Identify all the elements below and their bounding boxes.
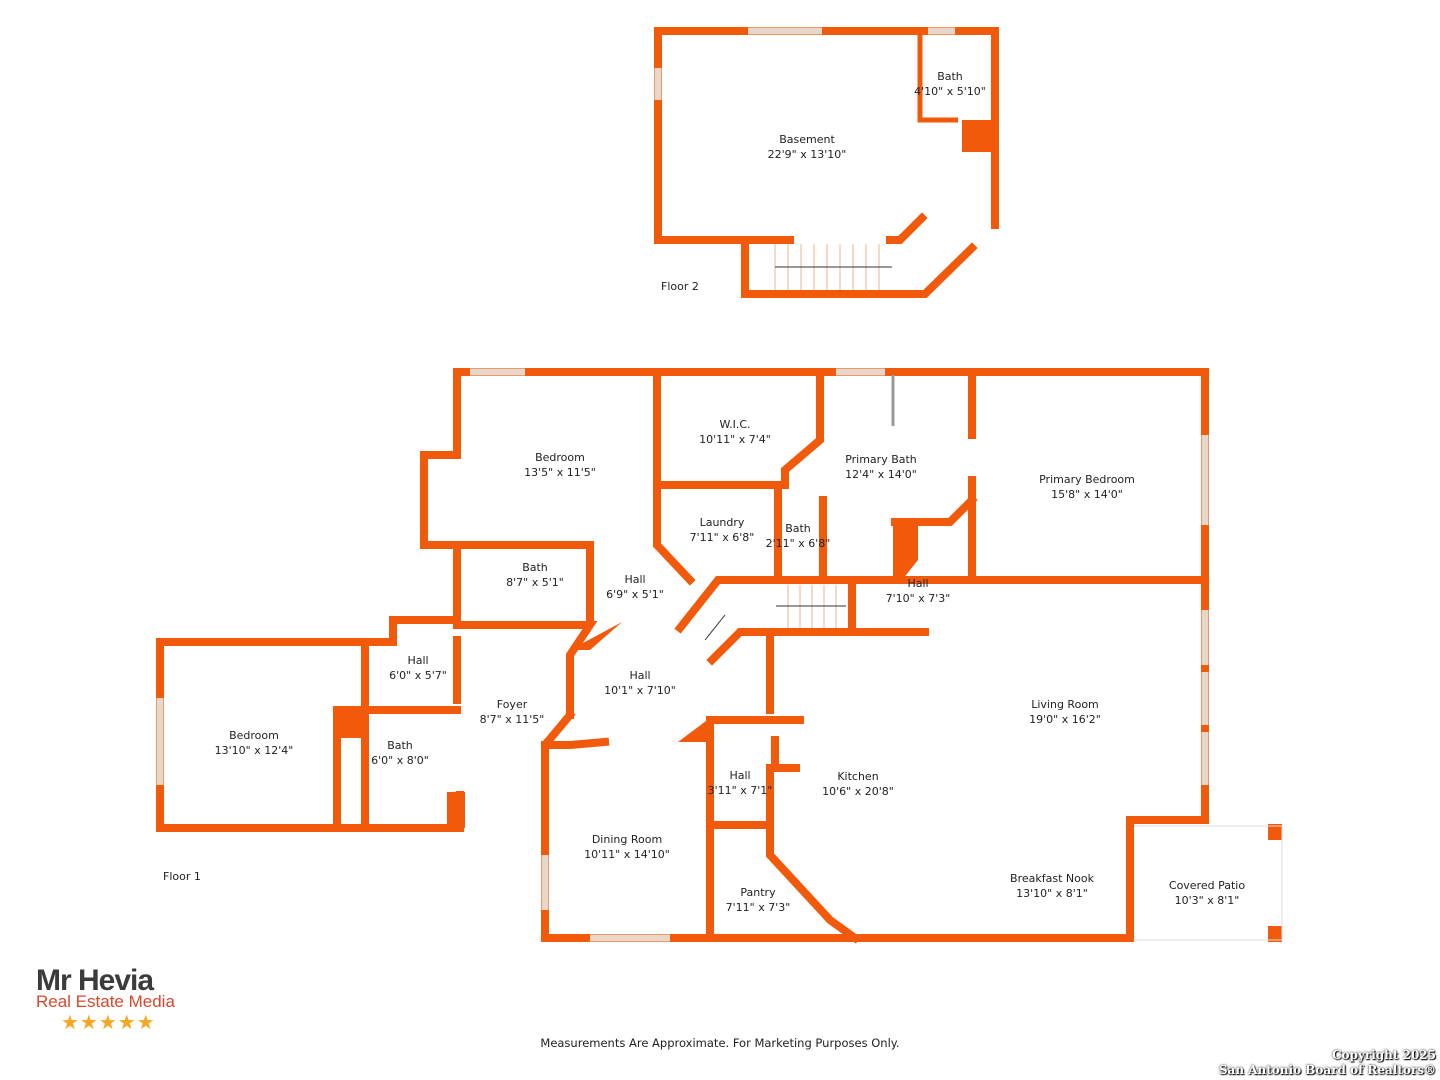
wall-segment	[541, 737, 610, 749]
room-name: Primary Bath	[845, 453, 917, 466]
room-dims: 2'11" x 6'8"	[766, 537, 831, 550]
copyright: Copyright 2025 San Antonio Board of Real…	[1219, 1048, 1436, 1078]
room-name: Bath	[387, 739, 413, 752]
room-labels: Basement 22'9" x 13'10" Bath 4'10" x 5'10"…	[163, 70, 1245, 914]
wall-segment	[704, 614, 726, 641]
wall-segment	[771, 736, 800, 772]
floor-2-label: Floor 2	[661, 280, 699, 293]
wall-segment	[891, 494, 978, 526]
wall-segment	[420, 368, 461, 624]
star-rating-icon: ★★★★★	[61, 1010, 156, 1034]
room-name: Primary Bedroom	[1039, 473, 1135, 486]
wall-segment	[654, 27, 999, 244]
wall-segment	[962, 120, 993, 152]
wall-segment	[741, 236, 978, 298]
room-name: Dining Room	[592, 833, 662, 846]
room-dims: 6'0" x 5'7"	[389, 669, 447, 682]
wall-segment	[453, 541, 594, 624]
room-dims: 10'11" x 7'4"	[699, 433, 771, 446]
room-name: Foyer	[497, 698, 528, 711]
room-dims: 8'7" x 5'1"	[506, 576, 564, 589]
wall-segment	[453, 621, 598, 719]
room-name: Hall	[729, 769, 750, 782]
wall-segment	[653, 368, 696, 586]
room-dims: 10'11" x 14'10"	[584, 848, 670, 861]
copyright-line-2: San Antonio Board of Realtors®	[1218, 1063, 1436, 1077]
wall-segment	[156, 616, 464, 832]
wall-segment	[1268, 926, 1282, 942]
room-dims: 8'7" x 11'5"	[480, 713, 545, 726]
room-name: Bath	[785, 522, 811, 535]
floor-1-label: Floor 1	[163, 870, 201, 883]
room-dims: 15'8" x 14'0"	[1051, 488, 1123, 501]
room-name: W.I.C.	[719, 418, 750, 431]
room-name: Hall	[907, 577, 928, 590]
room-name: Bath	[937, 70, 963, 83]
wall-segment	[766, 764, 861, 944]
wall-segment	[678, 718, 710, 742]
room-dims: 7'11" x 7'3"	[726, 901, 791, 914]
room-name: Bedroom	[535, 451, 585, 464]
logo-title: Mr Hevia	[36, 964, 154, 997]
wall-segment	[334, 706, 366, 738]
room-name: Hall	[629, 669, 650, 682]
room-dims: 13'10" x 12'4"	[215, 744, 294, 757]
wall-segment	[706, 628, 856, 666]
wall-segment	[893, 520, 918, 580]
floor-1-walls	[156, 368, 1283, 944]
room-name: Bedroom	[229, 729, 279, 742]
wall-segment	[570, 622, 622, 650]
room-dims: 19'0" x 16'2"	[1029, 713, 1101, 726]
room-name: Hall	[624, 573, 645, 586]
room-dims: 12'4" x 14'0"	[845, 468, 917, 481]
room-dims: 6'9" x 5'1"	[606, 588, 664, 601]
room-dims: 6'0" x 8'0"	[371, 754, 429, 767]
room-dims: 4'10" x 5'10"	[914, 85, 986, 98]
copyright-line-1: Copyright 2025	[1331, 1048, 1436, 1062]
wall-segment	[1134, 825, 1283, 941]
room-dims: 13'10" x 8'1"	[1016, 887, 1088, 900]
floor-2-walls	[654, 27, 999, 298]
wall-segment	[447, 792, 465, 828]
wall-segment	[886, 212, 928, 244]
wall-segment	[1268, 824, 1282, 840]
room-name: Kitchen	[837, 770, 878, 783]
wall-segment	[917, 31, 958, 123]
stairs-floor1	[704, 585, 846, 641]
room-dims: 13'5" x 11'5"	[524, 466, 596, 479]
room-name: Bath	[522, 561, 548, 574]
disclaimer: Measurements Are Approximate. For Market…	[540, 1036, 900, 1050]
logo-subtitle: Real Estate Media	[36, 992, 175, 1011]
room-dims: 7'11" x 6'8"	[690, 531, 755, 544]
room-name: Hall	[407, 654, 428, 667]
room-name: Living Room	[1031, 698, 1099, 711]
logo: Mr Hevia Real Estate Media ★★★★★	[36, 964, 206, 1032]
room-dims: 10'3" x 8'1"	[1175, 894, 1240, 907]
room-name: Covered Patio	[1169, 879, 1245, 892]
room-name: Basement	[779, 133, 835, 146]
room-dims: 22'9" x 13'10"	[768, 148, 847, 161]
room-dims: 7'10" x 7'3"	[886, 592, 951, 605]
room-dims: 3'11" x 7'1"	[708, 784, 773, 797]
room-dims: 10'1" x 7'10"	[604, 684, 676, 697]
room-name: Pantry	[740, 886, 776, 899]
stairs-floor2	[774, 244, 892, 290]
wall-segment	[653, 368, 824, 489]
room-name: Breakfast Nook	[1010, 872, 1095, 885]
room-dims: 10'6" x 20'8"	[822, 785, 894, 798]
room-name: Laundry	[700, 516, 745, 529]
